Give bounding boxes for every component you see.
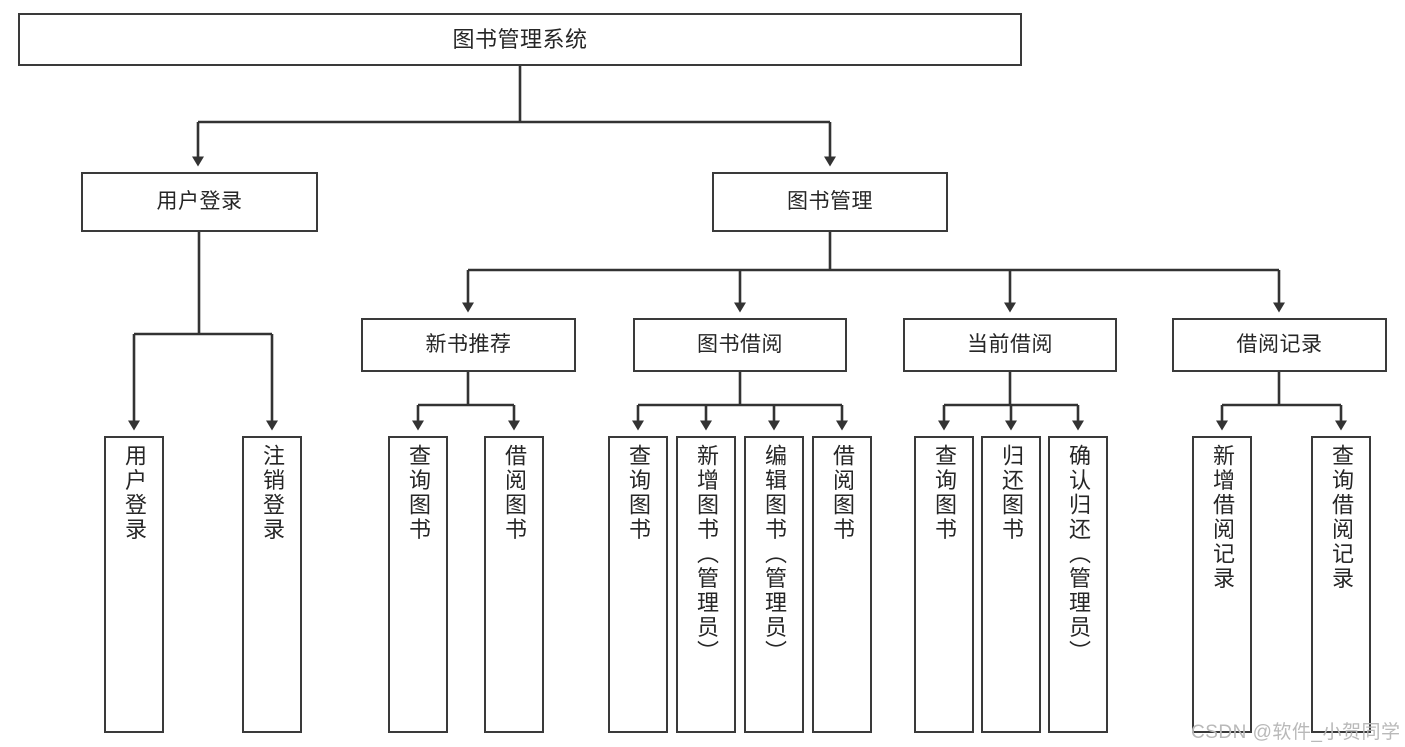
node-leaf-query-book-2[interactable]: 查询图书	[608, 436, 668, 733]
node-label: 查询图书	[626, 444, 651, 542]
node-leaf-user-login[interactable]: 用户登录	[104, 436, 164, 733]
node-leaf-edit-book-admin[interactable]: 编辑图书（管理员）	[744, 436, 804, 733]
node-label: 借阅图书	[502, 444, 527, 542]
node-current-borrowing[interactable]: 当前借阅	[903, 318, 1117, 372]
node-label: 查询图书	[932, 444, 957, 542]
node-label: 注销登录	[260, 444, 285, 542]
node-leaf-confirm-return-admin[interactable]: 确认归还（管理员）	[1048, 436, 1108, 733]
node-label: 新增借阅记录	[1210, 444, 1235, 591]
node-leaf-query-borrow-record[interactable]: 查询借阅记录	[1311, 436, 1371, 733]
node-leaf-add-borrow-record[interactable]: 新增借阅记录	[1192, 436, 1252, 733]
node-label: 新增图书（管理员）	[694, 444, 719, 665]
node-label: 图书借阅	[697, 332, 783, 356]
node-label: 编辑图书（管理员）	[762, 444, 787, 665]
node-book-borrowing[interactable]: 图书借阅	[633, 318, 847, 372]
node-label: 新书推荐	[425, 332, 512, 356]
node-label: 当前借阅	[967, 332, 1053, 356]
node-label: 图书管理	[787, 189, 873, 213]
node-root-book-management-system[interactable]: 图书管理系统	[18, 13, 1022, 66]
node-label: 用户登录	[156, 189, 243, 213]
node-user-login[interactable]: 用户登录	[81, 172, 318, 232]
node-label: 图书管理系统	[452, 26, 588, 52]
node-leaf-borrow-book-2[interactable]: 借阅图书	[812, 436, 872, 733]
node-label: 归还图书	[999, 444, 1024, 542]
node-label: 借阅图书	[830, 444, 855, 542]
node-leaf-query-book-1[interactable]: 查询图书	[388, 436, 448, 733]
csdn-watermark: CSDN @软件_小贺同学	[1191, 722, 1401, 743]
node-label: 用户登录	[122, 444, 147, 542]
node-label: 借阅记录	[1236, 332, 1323, 356]
node-leaf-query-book-3[interactable]: 查询图书	[914, 436, 974, 733]
node-label: 查询图书	[406, 444, 431, 542]
node-book-management[interactable]: 图书管理	[712, 172, 948, 232]
node-leaf-return-book[interactable]: 归还图书	[981, 436, 1041, 733]
node-label: 查询借阅记录	[1329, 444, 1354, 591]
node-leaf-user-logout[interactable]: 注销登录	[242, 436, 302, 733]
node-label: 确认归还（管理员）	[1066, 444, 1091, 665]
node-borrowing-records[interactable]: 借阅记录	[1172, 318, 1387, 372]
node-new-book-recommendation[interactable]: 新书推荐	[361, 318, 576, 372]
node-leaf-borrow-book-1[interactable]: 借阅图书	[484, 436, 544, 733]
node-leaf-add-book-admin[interactable]: 新增图书（管理员）	[676, 436, 736, 733]
